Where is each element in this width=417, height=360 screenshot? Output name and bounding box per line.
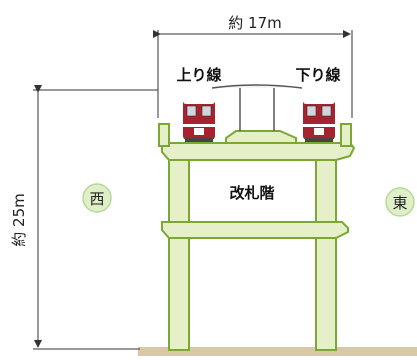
right-column	[315, 159, 337, 351]
down-line-label: 下り線	[295, 66, 340, 84]
width-label: 約 17m	[228, 14, 281, 32]
platform-canopy	[211, 84, 303, 131]
concourse-label: 改札階	[229, 184, 274, 202]
left-column	[168, 159, 190, 351]
concourse-floor-beam	[161, 221, 349, 239]
right-parapet	[340, 123, 352, 147]
east-badge: 東	[385, 187, 415, 217]
west-badge: 西	[82, 183, 112, 213]
width-dimension: 約 17m	[153, 14, 353, 118]
viaduct-structure	[158, 123, 356, 351]
left-parapet	[158, 123, 170, 147]
height-label: 約 25m	[10, 193, 28, 246]
center-platform	[225, 130, 297, 144]
east-label: 東	[392, 194, 407, 212]
height-dimension: 約 25m	[10, 85, 158, 350]
train-down-line	[303, 98, 335, 142]
ground	[138, 347, 417, 356]
west-label: 西	[89, 190, 104, 208]
up-line-label: 上り線	[176, 66, 221, 84]
train-up-line	[183, 98, 215, 142]
platform-deck	[161, 142, 356, 161]
